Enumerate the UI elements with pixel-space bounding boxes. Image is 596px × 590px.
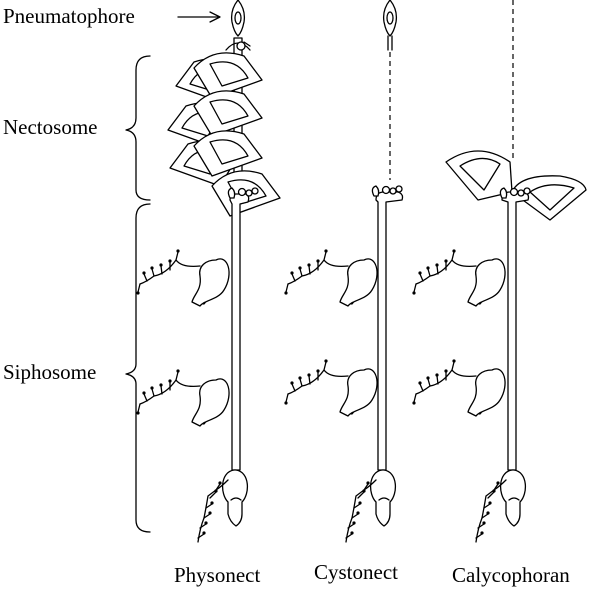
cormidium [411,358,506,417]
cormidium [411,248,506,307]
pneumatophore-label-group: Pneumatophore [3,4,221,28]
pneumatophore-label: Pneumatophore [3,4,135,28]
cormidium [283,248,378,307]
physonect-label: Physonect [174,563,260,587]
nectosome-label-group: Nectosome [3,55,151,201]
physonect-siphosome-stem [229,193,250,471]
nectosome-label: Nectosome [3,115,97,139]
pneumatophore-float [382,0,398,37]
cystonect-stem [375,191,404,471]
siphosome-label-group: Siphosome [3,203,151,533]
siphosome-label: Siphosome [3,360,96,384]
cystonect-label: Cystonect [314,560,398,584]
protozooid [221,469,249,527]
calycophoran-stem [501,191,530,471]
cormidium [135,368,230,427]
calycophoran-label: Calycophoran [452,563,570,587]
calycophoran-figure: Calycophoran [411,0,587,587]
cystonect-figure: Cystonect [283,0,404,584]
siphosome-brace [125,203,151,533]
protozooid [499,469,527,527]
nectosome-brace [125,55,151,201]
physonect-figure: Physonect [135,0,281,587]
protozooid [369,469,397,527]
arrowhead-icon [209,11,221,23]
cormidium [135,248,230,307]
pneumatophore-float [230,0,246,37]
nectophore [445,150,513,201]
cormidium [283,358,378,417]
